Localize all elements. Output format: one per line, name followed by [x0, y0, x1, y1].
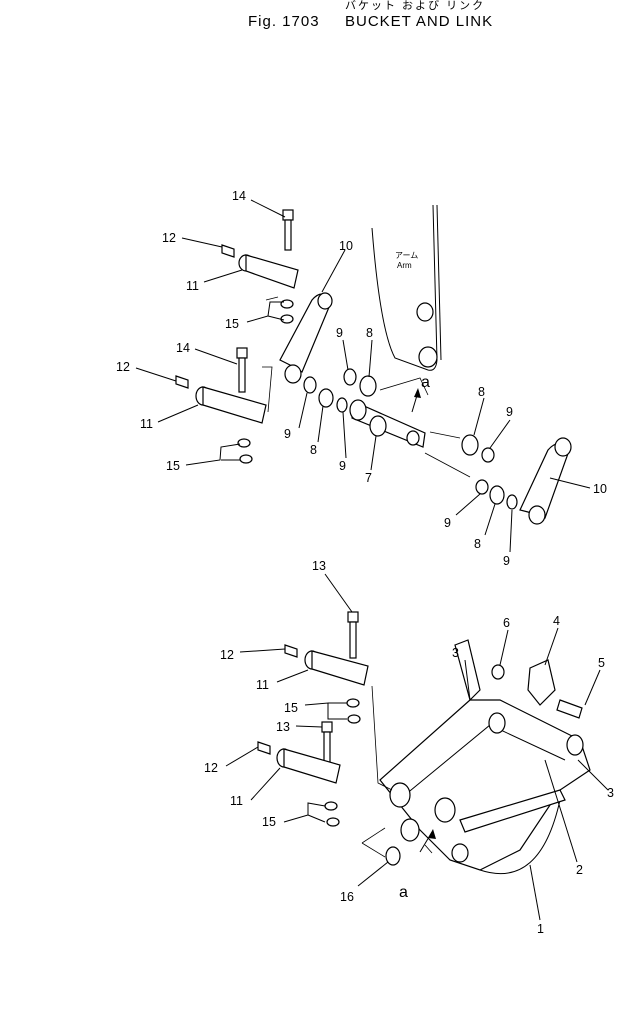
callout-15-bot: 15	[262, 815, 276, 829]
callout-8-d: 8	[474, 537, 481, 551]
callout-14-mid: 14	[176, 341, 190, 355]
callout-15-mid: 15	[166, 459, 180, 473]
callout-10-right: 10	[593, 482, 607, 496]
callout-6: 6	[503, 616, 510, 630]
callout-12-low: 12	[220, 648, 234, 662]
callout-9-d: 9	[506, 405, 513, 419]
callout-11-bot: 11	[230, 794, 243, 808]
view-marker-upper: a	[421, 374, 430, 391]
callout-11-top: 11	[186, 279, 199, 293]
callout-11-low: 11	[256, 678, 269, 692]
arm-label-en: Arm	[397, 261, 412, 270]
callout-12-top: 12	[162, 231, 176, 245]
upper-pin-assembly	[221, 209, 299, 324]
left-link	[279, 292, 333, 384]
callout-12-bot: 12	[204, 761, 218, 775]
callout-numbers: 14 12 11 15 14 12 11 15 10 9 8 9 8 9 7 8…	[116, 189, 614, 936]
callout-9-a: 9	[336, 326, 343, 340]
callout-3-right: 3	[607, 786, 614, 800]
lower-pin-assembly-lower	[257, 721, 341, 827]
figure-number: Fig. 1703	[248, 13, 320, 30]
callout-4: 4	[553, 614, 560, 628]
callout-12-mid: 12	[116, 360, 130, 374]
callout-13-top: 13	[312, 559, 326, 573]
arm-label-jp: アーム	[395, 251, 418, 260]
arm-drawing	[371, 204, 442, 371]
japanese-title: バケット および リンク	[345, 0, 485, 12]
callout-9-e: 9	[444, 516, 451, 530]
figure-title: BUCKET AND LINK	[345, 13, 493, 30]
bucket-drawing	[379, 639, 591, 875]
callout-2: 2	[576, 863, 583, 877]
callout-10-left: 10	[339, 239, 353, 253]
upper-assembly-lines	[262, 296, 471, 478]
callout-9-b: 9	[284, 427, 291, 441]
callout-9-c: 9	[339, 459, 346, 473]
right-link	[519, 437, 572, 525]
leader-lines	[135, 199, 609, 921]
callout-7: 7	[365, 471, 372, 485]
view-marker-lower: a	[399, 884, 408, 901]
callout-15-low: 15	[284, 701, 298, 715]
callout-8-a: 8	[366, 326, 373, 340]
callout-9-f: 9	[503, 554, 510, 568]
center-link-with-bushings	[303, 368, 518, 510]
callout-14-top: 14	[232, 189, 246, 203]
view-arrows	[411, 388, 436, 853]
callout-13-low: 13	[276, 720, 290, 734]
lower-pin-assembly-upper	[284, 611, 369, 724]
callout-11-mid: 11	[140, 417, 153, 431]
callout-3-left: 3	[452, 646, 459, 660]
callout-1: 1	[537, 922, 544, 936]
middle-pin-assembly	[175, 347, 267, 464]
callout-16: 16	[340, 890, 354, 904]
callout-15-top: 15	[225, 317, 239, 331]
callout-5: 5	[598, 656, 605, 670]
lower-assembly-lines	[361, 685, 433, 858]
callout-8-b: 8	[310, 443, 317, 457]
callout-8-c: 8	[478, 385, 485, 399]
